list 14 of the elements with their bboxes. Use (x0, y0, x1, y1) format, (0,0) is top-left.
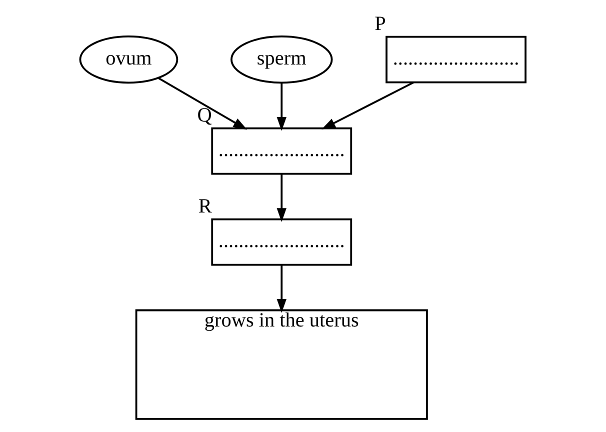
node-ellipse: ovum (79, 35, 178, 84)
arrow (276, 174, 286, 222)
node-box: ......................... (211, 218, 352, 266)
node-ellipse: sperm (230, 35, 333, 84)
node-box: grows in the uterus (135, 308, 428, 420)
arrow (158, 76, 248, 130)
node-box: ......................... (386, 35, 526, 83)
node-label: R (198, 195, 212, 218)
node-label: Q (197, 104, 212, 126)
node-box: ......................... (211, 126, 352, 174)
node-label: P (374, 12, 386, 35)
arrow (276, 82, 286, 130)
arrow (276, 264, 286, 312)
arrow (322, 81, 414, 129)
